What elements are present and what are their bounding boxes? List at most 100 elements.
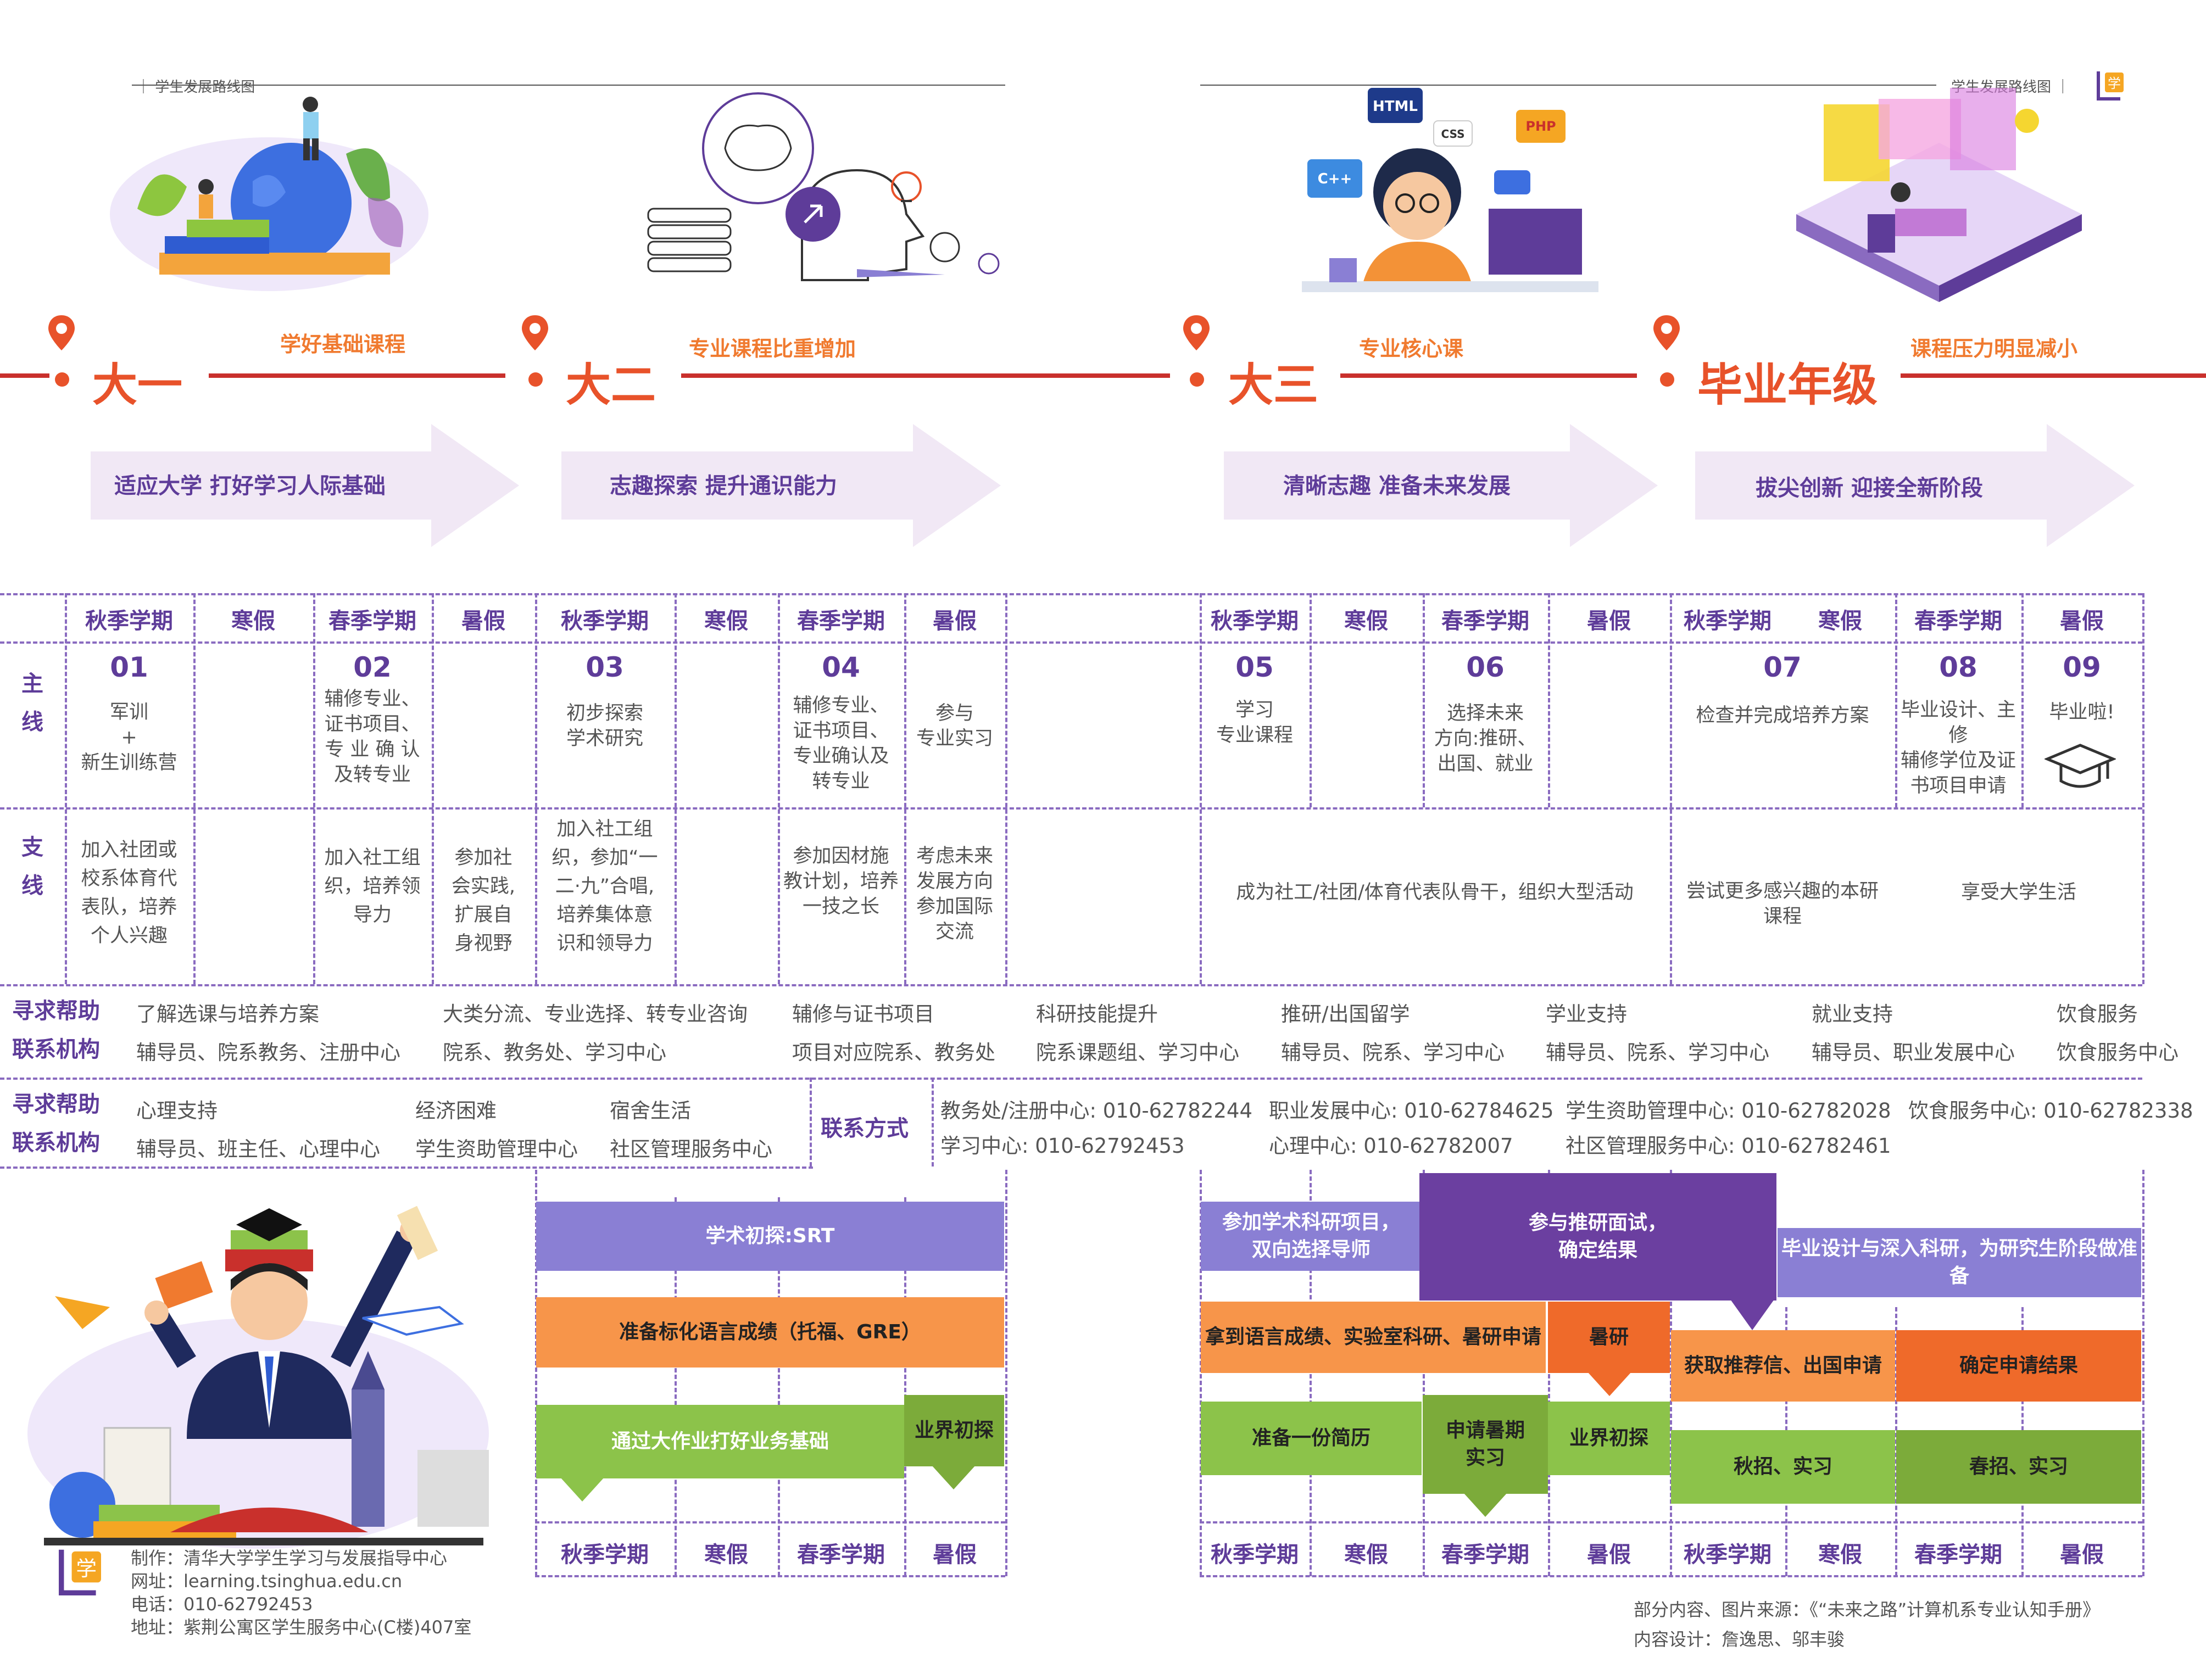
year-2-subtitle: 专业课程比重增加 (689, 337, 856, 361)
term-autumn: 秋季学期 (561, 609, 649, 634)
footer-website: 网址：learning.tsinghua.edu.cn (131, 1571, 403, 1592)
branch-text: 参加社 会实践, 扩展自 身视野 (451, 847, 516, 955)
footer-design: 内容设计：詹逸思、邬丰骏 (1634, 1629, 1845, 1650)
pin-dot-icon (1660, 372, 1674, 387)
term-autumn: 秋季学期 (1211, 609, 1299, 634)
term-autumn: 秋季学期 (1211, 1542, 1299, 1567)
milestone-number: 05 (1235, 651, 1274, 683)
year-1-arrow (91, 424, 519, 547)
branch-text: 尝试更多感兴趣的本研 课程 (1686, 880, 1879, 928)
year-3-arrow (1224, 424, 1658, 547)
term-summer: 暑假 (933, 1542, 977, 1567)
bar-pointer (932, 1465, 976, 1489)
term-spring: 春季学期 (1441, 609, 1529, 634)
header-rule-left (132, 85, 1005, 86)
bar-spring-job: 春招、实习 (1896, 1430, 2141, 1504)
term-winter: 寒假 (704, 609, 748, 634)
contact-entry: 社区管理服务中心: 010-62782461 (1566, 1134, 1891, 1158)
milestone-text: 毕业设计、主修 辅修学位及证 书项目申请 (1900, 699, 2016, 797)
help-topic: 推研/出国留学 (1281, 1002, 1410, 1026)
bar-language-lab: 拿到语言成绩、实验室科研、暑研申请 (1201, 1302, 1546, 1373)
footer-made-by: 制作：清华大学学生学习与发展指导中心 (131, 1548, 448, 1569)
help-topic: 就业支持 (1812, 1002, 1893, 1026)
bar-recommend-interview: 参与推研面试， 确定结果 (1419, 1173, 1776, 1301)
grid-v (2142, 593, 2144, 984)
grid-v (675, 593, 677, 984)
term-spring: 春季学期 (797, 609, 885, 634)
svg-text:学: 学 (2108, 76, 2121, 91)
milestone-text: 检查并完成培养方案 (1696, 705, 1869, 727)
term-winter: 寒假 (1818, 609, 1862, 634)
header-title-right: 学生发展路线图 ｜ (1951, 79, 2070, 96)
grid-v (1005, 593, 1007, 984)
milestone-number: 06 (1466, 651, 1505, 683)
grid-h-bottom (535, 1521, 1005, 1523)
pin-dot-icon (528, 372, 543, 387)
year-red-line-4 (1340, 373, 1637, 378)
term-autumn: 秋季学期 (561, 1542, 649, 1567)
pin-dot-icon (1190, 372, 1204, 387)
contact-entry: 职业发展中心: 010-62784625 (1269, 1099, 1554, 1123)
term-summer: 暑假 (933, 609, 977, 634)
svg-text:C++: C++ (1318, 171, 1352, 187)
grid-v (1310, 1170, 1312, 1576)
help-topic: 饮食服务 (2057, 1002, 2138, 1026)
grid-v (1310, 593, 1312, 807)
location-pin-icon (522, 315, 548, 350)
year-red-line-1 (0, 373, 49, 378)
footer-source: 部分内容、图片来源：《“未来之路”计算机系专业认知手册》 (1634, 1599, 2101, 1620)
term-spring: 春季学期 (1914, 609, 2002, 634)
location-pin-icon (48, 315, 75, 350)
help-org: 辅导员、院系教务、注册中心 (136, 1041, 400, 1064)
grid-v (1670, 593, 1672, 984)
help-org: 辅导员、班主任、心理中心 (136, 1137, 380, 1161)
branch-text: 加入社工组 织，参加“一 二·九”合唱, 培养集体意 识和领导力 (552, 818, 658, 955)
grid-v (778, 1197, 780, 1576)
term-winter: 寒假 (1344, 609, 1388, 634)
contact-entry: 学习中心: 010-62792453 (940, 1134, 1185, 1158)
year-1-arrow-text: 适应大学 打好学习人际基础 (114, 473, 386, 499)
help-topic: 经济困难 (415, 1099, 497, 1123)
help-org: 饮食服务中心 (2057, 1041, 2179, 1064)
branch-text: 加入社工组 织，培养领 导力 (324, 847, 421, 926)
grid-v (1895, 593, 1897, 807)
term-winter: 寒假 (231, 609, 275, 634)
grid-h-top (0, 593, 2142, 595)
grid-v (810, 1078, 812, 1166)
grid-v (1548, 1170, 1550, 1576)
help-topic: 学业支持 (1546, 1002, 1627, 1026)
bar-recommendation-apply: 获取推荐信、出国申请 (1671, 1330, 1895, 1402)
term-spring: 春季学期 (797, 1542, 885, 1567)
svg-text:HTML: HTML (1373, 98, 1418, 115)
grid-h-1 (0, 641, 2142, 644)
bar-industry-intro: 业界初探 (904, 1395, 1004, 1466)
svg-text:PHP: PHP (1525, 119, 1556, 134)
branch-text: 成为社工/社团/体育代表队骨干，组织大型活动 (1236, 881, 1634, 903)
brain-idea-illustration (647, 92, 1000, 281)
contact-entry: 心理中心: 010-62782007 (1269, 1134, 1513, 1158)
location-pin-icon (1653, 315, 1680, 350)
grid-v (1005, 1170, 1007, 1576)
pin-dot-icon (55, 372, 69, 387)
term-winter: 寒假 (704, 1542, 748, 1567)
svg-text:学: 学 (76, 1556, 97, 1581)
footer-phone: 电话：010-62792453 (131, 1594, 313, 1615)
help-org: 学生资助管理中心 (415, 1137, 578, 1161)
help-label: 寻求帮助 联系机构 (12, 1092, 100, 1156)
bar-pointer (1730, 1299, 1774, 1330)
contact-label: 联系方式 (821, 1116, 909, 1141)
grid-h-bottom (535, 1575, 1005, 1577)
milestone-number: 04 (822, 651, 860, 683)
milestone-number: 07 (1763, 651, 1802, 683)
milestone-text: 学习 专业课程 (1216, 699, 1293, 746)
help-org: 辅导员、职业发展中心 (1812, 1041, 2015, 1064)
graduation-cap-icon (2045, 744, 2116, 788)
year-4-arrow (1695, 424, 2135, 547)
year-2-arrow (561, 424, 1001, 547)
term-summer: 暑假 (2060, 609, 2104, 634)
term-spring: 春季学期 (328, 609, 416, 634)
year-1-subtitle: 学好基础课程 (280, 332, 406, 356)
term-summer: 暑假 (1587, 1542, 1631, 1567)
term-summer: 暑假 (1587, 609, 1631, 634)
milestone-text: 军训 + 新生训练营 (81, 701, 177, 774)
